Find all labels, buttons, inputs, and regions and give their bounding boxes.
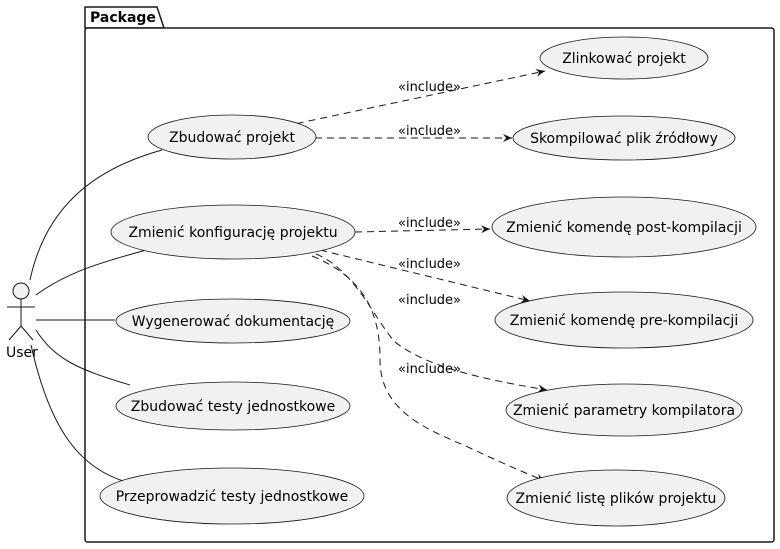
association-build-tests: [35, 329, 131, 386]
actor-left-leg: [8, 325, 22, 341]
use-case-label-build-project: Zbudować projekt: [169, 130, 295, 146]
actor-label: User: [6, 345, 38, 361]
actor-associations: [29, 149, 163, 484]
package-title: Package: [90, 10, 156, 26]
include-labels: «include» «include» «include» «include» …: [398, 80, 461, 377]
include-pre-build: [319, 249, 531, 303]
use-case-label-post-build: Zmienić komendę post-kompilacji: [506, 220, 742, 236]
association-change-config: [35, 248, 151, 296]
use-case-generate-docs: [115, 298, 351, 344]
include-link-project: [284, 68, 546, 127]
use-case-labels: Zlinkować projekt Zbudować projekt Skomp…: [116, 51, 742, 507]
use-case-label-compile-source: Skompilować plik źródłowy: [530, 131, 718, 147]
use-cases: [99, 36, 757, 527]
association-build-project: [29, 149, 163, 281]
include-label: «include»: [398, 216, 461, 231]
include-label: «include»: [398, 124, 461, 139]
use-case-compile-source: [512, 115, 736, 161]
use-case-compiler-params: [505, 383, 743, 437]
include-label: «include»: [398, 293, 461, 308]
include-label: «include»: [398, 80, 461, 95]
include-label: «include»: [398, 257, 461, 272]
use-case-label-compiler-params: Zmienić parametry kompilatora: [513, 403, 735, 419]
use-case-change-config: [110, 204, 356, 260]
include-label: «include»: [398, 362, 461, 377]
use-case-pre-build-command: [494, 291, 754, 349]
use-case-post-build-command: [491, 196, 757, 258]
package-body: [84, 27, 775, 543]
use-case-file-list: [506, 469, 726, 527]
use-case-label-run-unit-tests: Przeprowadzić testy jednostkowe: [116, 489, 349, 505]
use-case-link-project: [539, 36, 709, 80]
use-case-label-change-config: Zmienić konfigurację projektu: [128, 225, 337, 241]
use-case-label-build-unit-tests: Zbudować testy jednostkowe: [131, 399, 335, 415]
use-case-label-pre-build: Zmienić komendę pre-kompilacji: [510, 313, 738, 329]
use-case-label-file-list: Zmienić listę plików projektu: [516, 491, 717, 507]
use-case-build-unit-tests: [115, 381, 351, 431]
actor-right-leg: [20, 325, 34, 341]
include-relations: [284, 68, 548, 482]
use-case-build-project: [147, 114, 317, 160]
include-file-list: [311, 255, 546, 482]
actor-user: [7, 282, 35, 341]
actor-head: [12, 282, 30, 300]
association-run-tests: [30, 344, 131, 484]
include-post-build: [354, 225, 491, 234]
use-case-label-link-project: Zlinkować projekt: [562, 51, 686, 67]
use-case-label-generate-docs: Wygenerować dokumentację: [132, 314, 334, 330]
use-case-run-unit-tests: [99, 467, 365, 525]
